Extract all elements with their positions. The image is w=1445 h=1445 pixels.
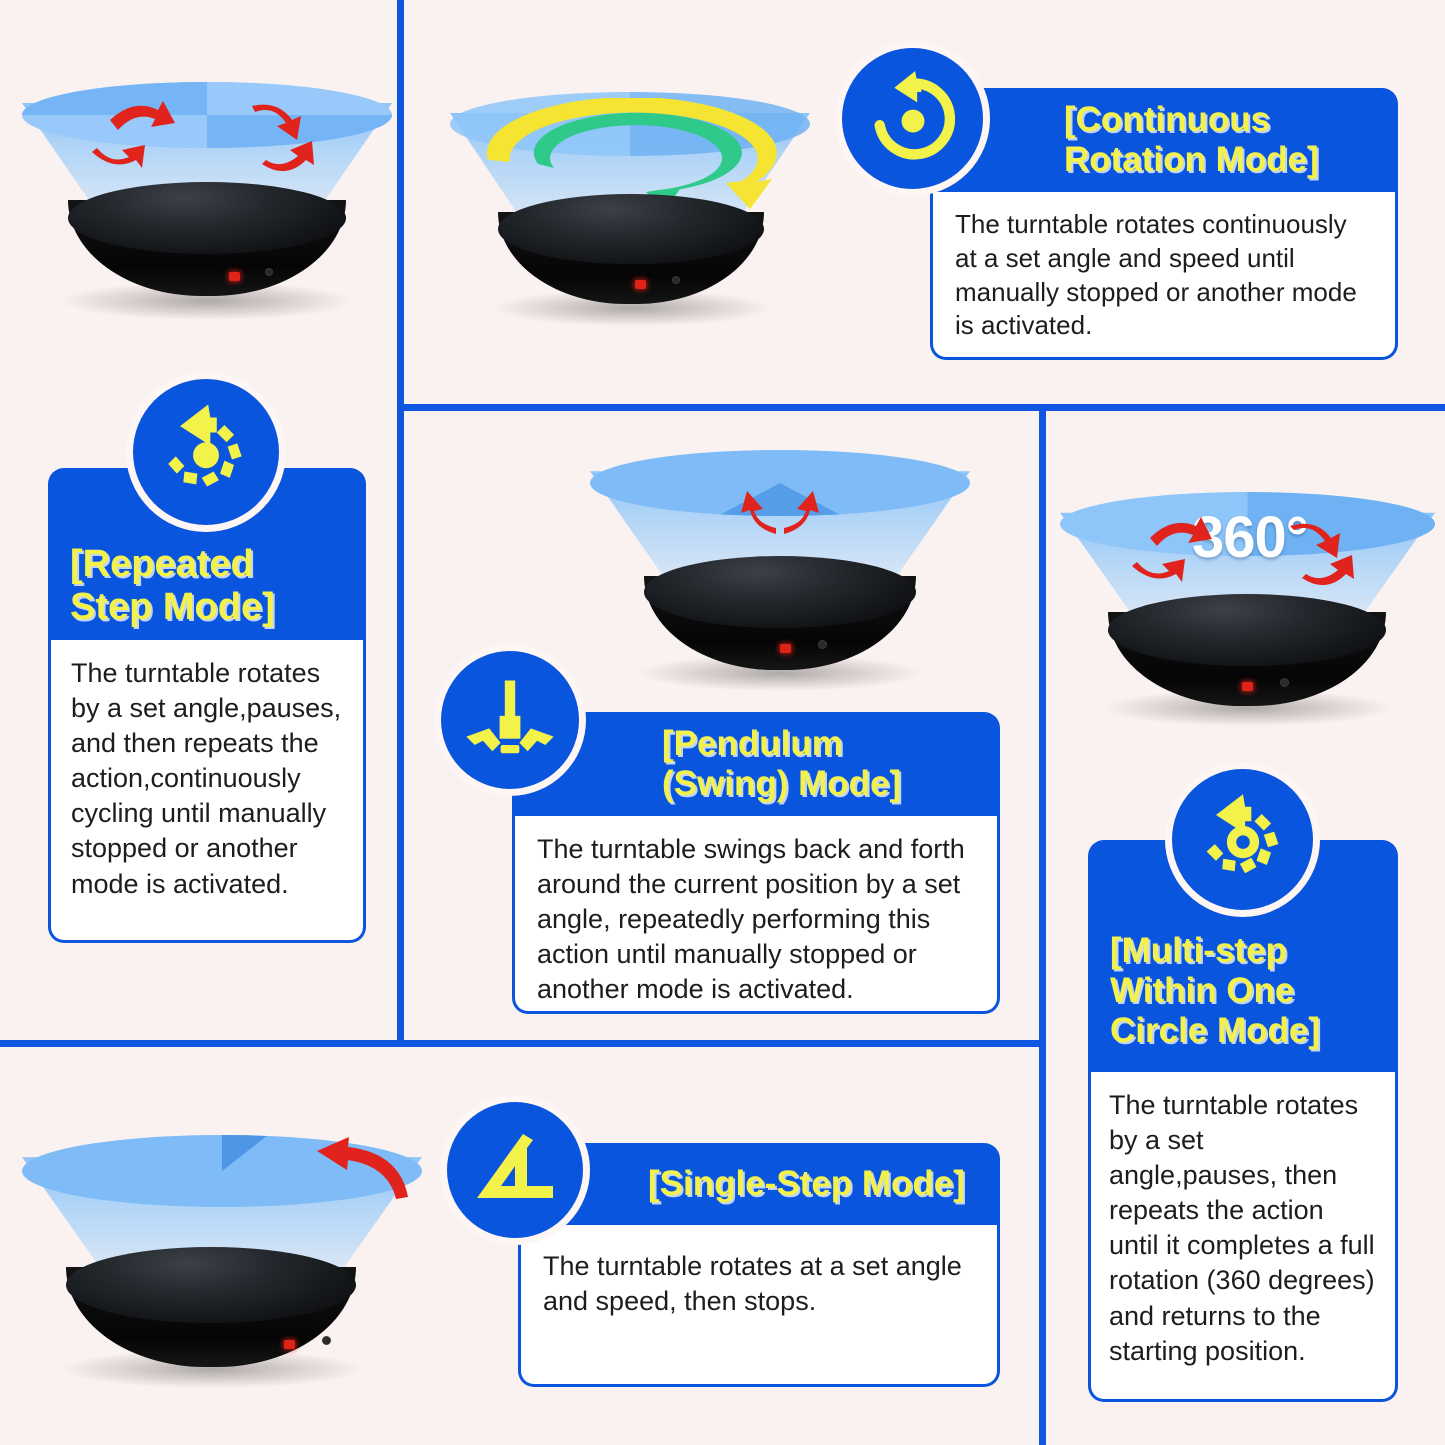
swing-arrow-group bbox=[741, 491, 819, 534]
grid-divider-vertical-top bbox=[397, 0, 404, 404]
led-indicator bbox=[635, 280, 646, 289]
title-line: Step Mode] bbox=[70, 586, 275, 628]
card-pendulum-swing[interactable]: [Pendulum (Swing) Mode] The turntable sw… bbox=[434, 644, 1000, 1014]
card-description: The turntable rotates continuously at a … bbox=[955, 209, 1357, 341]
card-title: [Multi-step Within One Circle Mode] bbox=[1110, 931, 1398, 1051]
grid-divider-horizontal-top bbox=[397, 404, 1445, 411]
led-indicator bbox=[284, 1340, 295, 1349]
title-line: (Swing) Mode] bbox=[662, 764, 902, 803]
card-single-step[interactable]: [Single-Step Mode] The turntable rotates… bbox=[440, 1095, 1000, 1387]
turntable-plate bbox=[498, 194, 764, 264]
circular-arrow-group bbox=[486, 98, 777, 211]
quad-arrow-group bbox=[92, 101, 314, 172]
led-indicator bbox=[229, 272, 240, 281]
card-body: The turntable rotates continuously at a … bbox=[930, 192, 1398, 360]
cone-top-disc bbox=[22, 1135, 422, 1207]
ir-sensor bbox=[1280, 678, 1289, 687]
cone-top-disc bbox=[590, 450, 970, 516]
degree-label: 360° bbox=[1192, 505, 1309, 570]
card-header: [Multi-step Within One Circle Mode] bbox=[1088, 840, 1398, 1072]
ir-sensor bbox=[818, 640, 827, 649]
title-line: [Continuous bbox=[1064, 100, 1271, 140]
title-line: Rotation Mode] bbox=[1064, 140, 1319, 179]
grid-divider-vertical-mid-left bbox=[397, 404, 404, 1046]
pendulum-swing-icon bbox=[434, 644, 586, 796]
led-indicator bbox=[1242, 682, 1253, 691]
card-repeated-step[interactable]: [Repeated Step Mode] The turntable rotat… bbox=[48, 372, 366, 943]
turntable-plate bbox=[1108, 594, 1386, 666]
title-line: [Repeated bbox=[70, 542, 254, 585]
title-line: Circle Mode] bbox=[1110, 1010, 1321, 1050]
turntable-quad-arrows bbox=[22, 82, 392, 320]
angle-glyph bbox=[477, 1134, 553, 1198]
turntable-pendulum bbox=[590, 450, 970, 691]
card-body: The turntable swings back and forth arou… bbox=[512, 816, 1000, 1014]
turntable-circular-arrows bbox=[450, 92, 810, 326]
angle-icon bbox=[440, 1095, 590, 1245]
cone-top-disc bbox=[22, 82, 392, 148]
card-description: The turntable swings back and forth arou… bbox=[537, 834, 965, 1005]
card-body: The turntable rotates by a set angle,pau… bbox=[48, 640, 366, 943]
grid-divider-horizontal-bottom bbox=[0, 1040, 1039, 1047]
turntable-single-step bbox=[22, 1135, 422, 1388]
title-line: Within One bbox=[1110, 971, 1295, 1011]
ir-sensor bbox=[265, 268, 273, 276]
card-description: The turntable rotates at a set angle and… bbox=[543, 1251, 962, 1317]
card-title: [Single-Step Mode] bbox=[648, 1164, 984, 1204]
card-title: [Repeated Step Mode] bbox=[70, 543, 366, 630]
continuous-rotation-icon bbox=[835, 41, 990, 196]
card-description: The turntable rotates by a set angle,pau… bbox=[71, 658, 342, 899]
ir-sensor bbox=[672, 276, 680, 284]
repeated-step-icon bbox=[126, 372, 286, 532]
title-line: [Single-Step Mode] bbox=[648, 1164, 965, 1204]
card-body: The turntable rotates by a set angle,pau… bbox=[1088, 1072, 1398, 1402]
card-body: The turntable rotates at a set angle and… bbox=[518, 1225, 1000, 1387]
pendulum-swing-glyph bbox=[466, 680, 554, 754]
turntable-plate bbox=[68, 182, 346, 254]
led-indicator bbox=[780, 644, 791, 653]
cone-top-disc bbox=[1060, 492, 1435, 556]
grid-divider-vertical-bottom-right bbox=[1039, 1040, 1046, 1445]
card-multi-step-circle[interactable]: [Multi-step Within One Circle Mode] The … bbox=[1088, 762, 1398, 1402]
turntable-plate bbox=[644, 556, 916, 628]
card-title: [Pendulum (Swing) Mode] bbox=[662, 724, 984, 804]
turntable-360: 360° bbox=[1060, 492, 1435, 726]
grid-divider-vertical-mid-right bbox=[1039, 404, 1046, 1046]
rotation-arrow-group bbox=[1132, 517, 1354, 586]
card-continuous-rotation[interactable]: [Continuous Rotation Mode] The turntable… bbox=[835, 41, 1398, 360]
multi-step-circle-icon bbox=[1165, 762, 1320, 917]
card-header: [Single-Step Mode] bbox=[518, 1143, 1000, 1225]
multi-step-circle-glyph bbox=[1206, 793, 1278, 873]
card-description: The turntable rotates by a set angle,pau… bbox=[1109, 1090, 1375, 1366]
card-title: [Continuous Rotation Mode] bbox=[1064, 100, 1380, 180]
single-step-arrow bbox=[317, 1137, 408, 1199]
ir-sensor bbox=[322, 1336, 331, 1345]
title-line: [Pendulum bbox=[662, 724, 843, 764]
repeated-step-glyph bbox=[168, 404, 242, 487]
title-line: [Multi-step bbox=[1110, 931, 1287, 971]
continuous-rotation-glyph bbox=[874, 70, 955, 160]
turntable-plate bbox=[66, 1247, 356, 1323]
card-header: [Pendulum (Swing) Mode] bbox=[512, 712, 1000, 816]
card-header: [Continuous Rotation Mode] bbox=[930, 88, 1398, 192]
